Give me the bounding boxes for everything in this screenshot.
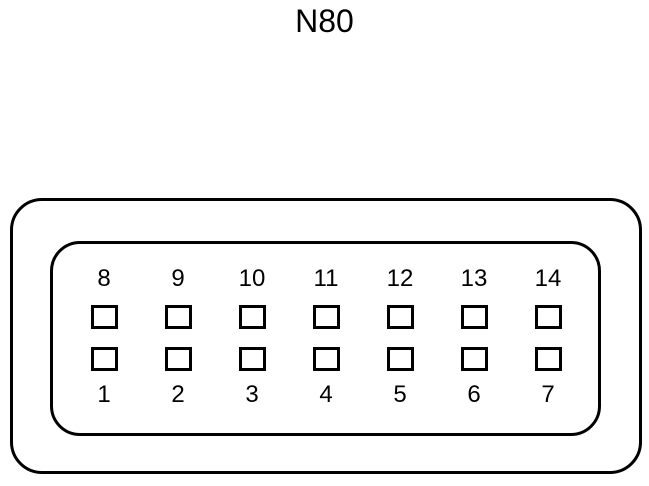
pin-column: 11 4 — [306, 267, 346, 407]
pin-column: 12 5 — [380, 267, 420, 407]
pin-number-top-label: 8 — [97, 265, 111, 292]
pin-column: 10 3 — [232, 267, 272, 407]
pin-number-bottom-label: 2 — [171, 381, 185, 408]
pin-square-top — [238, 305, 266, 329]
pin-number-top-label: 13 — [460, 265, 488, 292]
pin-number-top-label: 14 — [534, 265, 562, 292]
connector-inner-shell — [50, 241, 601, 436]
pin-square-top — [534, 305, 562, 329]
pin-square-bottom — [238, 347, 266, 371]
pin-square-bottom — [90, 347, 118, 371]
pin-square-bottom — [312, 347, 340, 371]
pin-square-top — [460, 305, 488, 329]
pin-square-bottom — [386, 347, 414, 371]
pin-number-bottom-label: 6 — [467, 381, 481, 408]
pin-number-bottom-label: 3 — [245, 381, 259, 408]
pin-number-top-label: 12 — [386, 265, 414, 292]
pin-column: 14 7 — [528, 267, 568, 407]
pin-column: 13 6 — [454, 267, 494, 407]
pin-number-top-label: 10 — [238, 265, 266, 292]
pin-number-top-label: 11 — [313, 265, 339, 292]
pin-number-bottom-label: 4 — [319, 381, 333, 408]
pin-square-bottom — [460, 347, 488, 371]
pin-number-bottom-label: 5 — [393, 381, 407, 408]
pin-number-top-label: 9 — [171, 265, 185, 292]
pin-square-top — [312, 305, 340, 329]
diagram-title: N80 — [295, 3, 354, 39]
pin-number-bottom-label: 7 — [541, 381, 555, 408]
pin-square-top — [164, 305, 192, 329]
pin-square-bottom — [534, 347, 562, 371]
pin-square-bottom — [164, 347, 192, 371]
pin-square-top — [90, 305, 118, 329]
pin-square-top — [386, 305, 414, 329]
pin-number-bottom-label: 1 — [97, 381, 111, 408]
